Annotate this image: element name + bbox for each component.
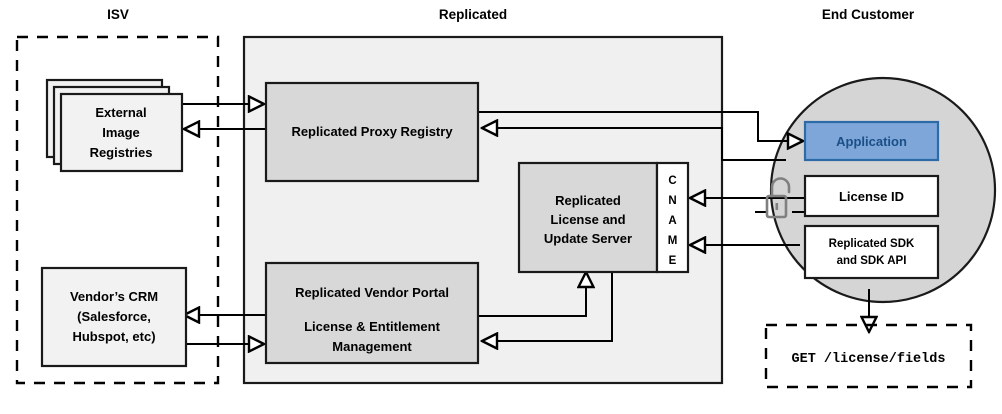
vendor-portal-line-3: Management	[332, 339, 412, 354]
zone-title-isv: ISV	[107, 7, 129, 22]
node-application[interactable]: Application	[803, 120, 940, 162]
node-replicated-vendor-portal[interactable]: Replicated Vendor Portal License & Entit…	[264, 261, 480, 365]
unlock-body	[765, 194, 788, 219]
crm-line-2: (Salesforce,	[77, 309, 151, 324]
edge-application-to-proxy	[482, 128, 786, 161]
unlock-icon	[755, 177, 805, 219]
registries-line-1: External	[95, 105, 146, 120]
license-server-line-1: Replicated	[555, 193, 621, 208]
license-id-label: License ID	[839, 189, 904, 204]
api-request-label: GET /license/fields	[792, 352, 946, 367]
vendor-portal-line-1: Replicated Vendor Portal	[295, 285, 449, 300]
edge-vendorportal-to-licenseserver	[478, 272, 586, 317]
cname-box	[655, 161, 690, 274]
registries-line-3: Registries	[90, 145, 153, 160]
edge-licenseserver-to-vendorportal	[482, 270, 613, 341]
node-cname[interactable]: C N A M E	[655, 161, 690, 274]
proxy-registry-label: Replicated Proxy Registry	[291, 124, 453, 139]
node-api-request[interactable]: GET /license/fields	[764, 323, 973, 389]
zone-title-replicated: Replicated	[439, 7, 507, 22]
node-vendors-crm[interactable]: Vendor’s CRM (Salesforce, Hubspot, etc)	[40, 266, 188, 368]
vendor-portal-line-2: License & Entitlement	[304, 319, 440, 334]
application-label: Application	[836, 134, 907, 149]
replicated-sdk-box	[803, 224, 940, 280]
node-external-image-registries[interactable]: External Image Registries	[45, 78, 184, 173]
cname-letter-n: N	[668, 195, 676, 207]
license-server-box	[517, 161, 659, 274]
edge-proxy-to-application	[478, 111, 803, 141]
unlock-shackle	[770, 177, 791, 198]
cname-letter-e: E	[669, 255, 677, 267]
zone-title-end-customer: End Customer	[822, 7, 915, 22]
registries-line-2: Image	[102, 125, 140, 140]
cname-letter-m: M	[668, 235, 678, 247]
license-server-line-2: License and	[550, 212, 625, 227]
node-license-update-server[interactable]: Replicated License and Update Server	[517, 161, 659, 274]
replicated-sdk-line-1: Replicated SDK	[829, 238, 915, 250]
registry-stack-front	[59, 92, 184, 173]
cname-letter-a: A	[668, 215, 676, 227]
crm-line-3: Hubspot, etc)	[72, 329, 155, 344]
vendor-portal-box	[264, 261, 480, 365]
api-request-box	[764, 323, 973, 389]
license-server-line-3: Update Server	[544, 231, 632, 246]
license-id-box	[803, 174, 940, 218]
node-license-id[interactable]: License ID	[803, 174, 940, 218]
cname-letter-c: C	[668, 175, 676, 187]
crm-line-1: Vendor’s CRM	[70, 289, 158, 304]
proxy-registry-box	[264, 81, 480, 183]
node-replicated-sdk[interactable]: Replicated SDK and SDK API	[803, 224, 940, 280]
node-replicated-proxy-registry[interactable]: Replicated Proxy Registry	[264, 81, 480, 183]
unlock-keyhole	[775, 203, 779, 210]
crm-box	[40, 266, 188, 368]
application-box	[803, 120, 940, 162]
zone-isv	[15, 35, 220, 385]
replicated-sdk-line-2: and SDK API	[837, 255, 907, 267]
